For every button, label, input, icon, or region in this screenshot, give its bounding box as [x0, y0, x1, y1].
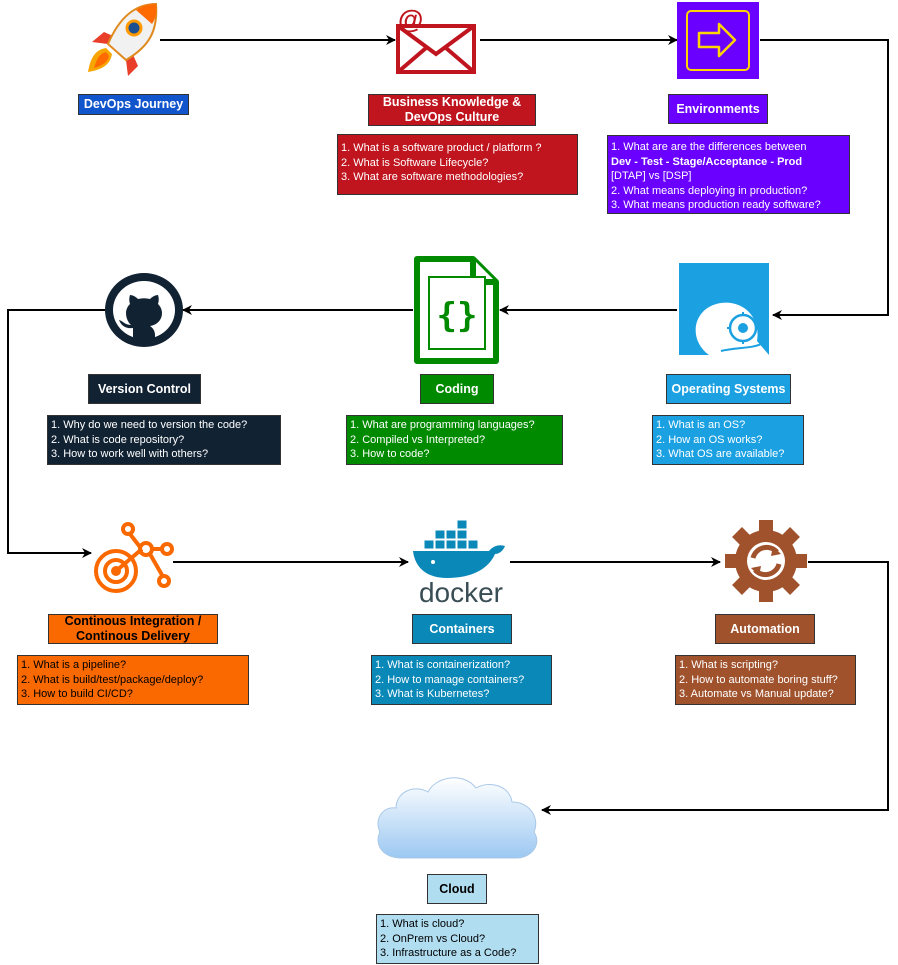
containers-title: Containers	[412, 614, 512, 644]
pipeline-target-icon	[92, 521, 174, 597]
docker-logo-text: docker	[419, 577, 503, 604]
cicd-title: Continous Integration / Continous Delive…	[48, 614, 218, 644]
question: 3. How to build CI/CD?	[21, 688, 133, 700]
github-icon	[105, 273, 183, 347]
question: 1. What are programming languages?	[350, 419, 535, 431]
version-questions: 1. Why do we need to version the code? 2…	[47, 415, 281, 465]
business-title: Business Knowledge & DevOps Culture	[368, 94, 536, 126]
question: 2. What is Software Lifecycle?	[341, 156, 489, 169]
question: 2. Compiled vs Interpreted?	[350, 433, 486, 446]
question: 2. What is build/test/package/deploy?	[21, 673, 204, 686]
question: 1. What is a pipeline?	[21, 659, 127, 671]
question: 1. What is cloud?	[380, 918, 465, 930]
os-questions: 1. What is an OS? 2. How an OS works? 3.…	[652, 415, 804, 465]
cloud-icon	[372, 770, 542, 862]
question: 2. How to manage containers?	[375, 673, 525, 686]
question: 3. Automate vs Manual update?	[679, 688, 834, 700]
disc-icon	[679, 263, 769, 355]
question: Dev - Test - Stage/Acceptance - Prod	[611, 155, 803, 168]
os-title: Operating Systems	[666, 374, 791, 404]
edge-automation-to-cloud	[541, 561, 889, 815]
cicd-questions: 1. What is a pipeline? 2. What is build/…	[17, 655, 249, 705]
question: [DTAP] vs [DSP]	[611, 170, 692, 182]
question: 3. How to code?	[350, 448, 430, 460]
business-questions: 1. What is a software product / platform…	[337, 134, 578, 195]
edge-version-to-cicd	[7, 309, 105, 558]
question: 2. How an OS works?	[656, 433, 763, 446]
containers-questions: 1. What is containerization? 2. How to m…	[371, 655, 552, 705]
question: 1. What is containerization?	[375, 659, 511, 671]
question: 3. What is Kubernetes?	[375, 688, 490, 700]
question: 1. What is an OS?	[656, 419, 746, 431]
rocket-icon	[84, 2, 160, 76]
environments-questions: 1. What are are the differences between …	[607, 135, 850, 214]
question: 3. How to work well with others?	[51, 448, 209, 460]
envelope-icon: @	[396, 4, 476, 76]
docker-icon: docker	[409, 518, 513, 608]
question: 3. What OS are available?	[656, 448, 785, 460]
question: 3. What means production ready software?	[611, 199, 821, 211]
cloud-questions: 1. What is cloud? 2. OnPrem vs Cloud? 3.…	[376, 914, 539, 964]
cloud-title: Cloud	[427, 874, 487, 904]
question: 2. How to automate boring stuff?	[679, 673, 838, 686]
question: 2. What means deploying in production?	[611, 184, 808, 197]
coding-questions: 1. What are programming languages? 2. Co…	[346, 415, 563, 465]
question: 1. What are are the differences between	[611, 141, 807, 153]
automation-title: Automation	[715, 614, 815, 644]
arrow-right-box-icon	[677, 2, 759, 79]
environments-title: Environments	[668, 94, 768, 124]
question: 1. What is scripting?	[679, 659, 779, 671]
code-file-icon: {}	[413, 255, 500, 365]
edge-environments-to-os	[760, 39, 889, 320]
coding-title: Coding	[420, 374, 494, 404]
journey-title: DevOps Journey	[78, 94, 189, 115]
svg-text:{}: {}	[437, 296, 478, 336]
question: 1. What is a software product / platform…	[341, 142, 542, 154]
question: 2. OnPrem vs Cloud?	[380, 932, 486, 945]
version-title: Version Control	[88, 374, 201, 404]
question: 1. Why do we need to version the code?	[51, 419, 248, 431]
gear-sync-icon	[725, 520, 807, 602]
question: 3. Infrastructure as a Code?	[380, 947, 517, 959]
automation-questions: 1. What is scripting? 2. How to automate…	[675, 655, 856, 705]
question: 2. What is code repository?	[51, 433, 185, 446]
question: 3. What are software methodologies?	[341, 171, 524, 183]
